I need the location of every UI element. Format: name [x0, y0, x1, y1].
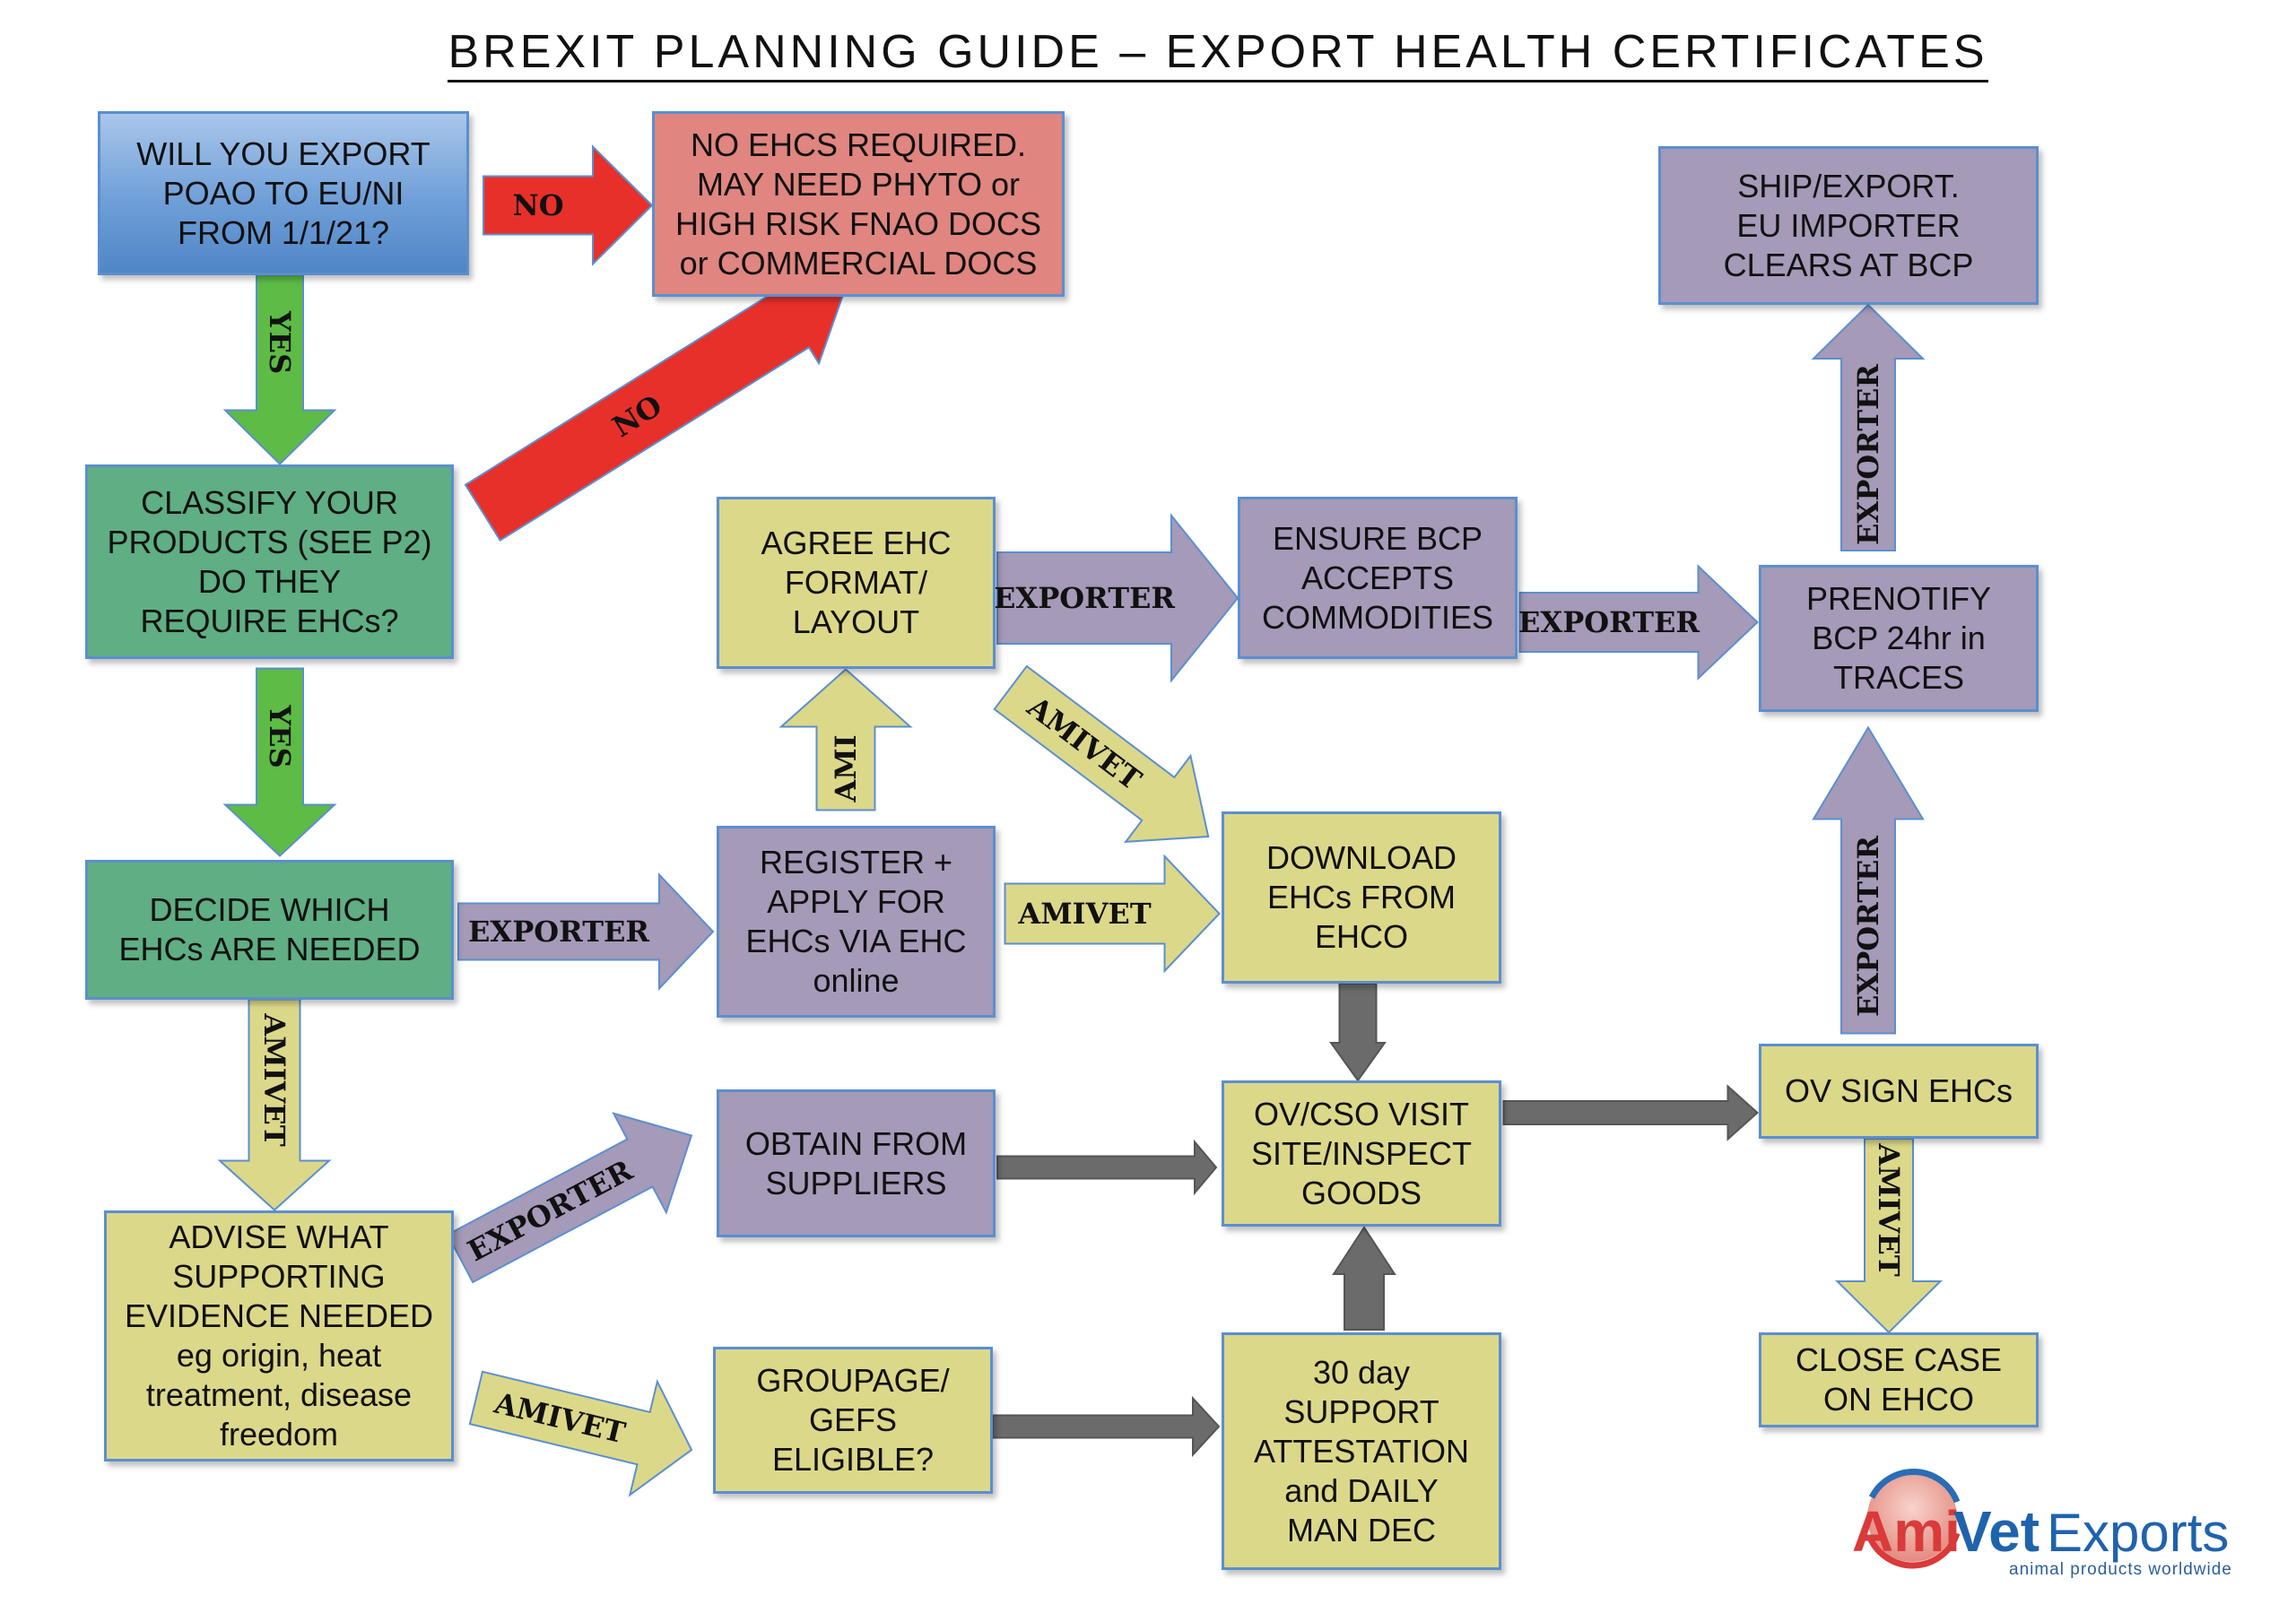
flow-arrow: YES: [222, 273, 337, 465]
arrow-label: AMIVET: [1017, 897, 1151, 931]
flow-arrow: AMIVET: [217, 998, 332, 1211]
flow-arrow: EXPORTER: [994, 513, 1239, 683]
flow-arrow: AMIVET: [1004, 854, 1221, 974]
page-title: BREXIT PLANNING GUIDE – EXPORT HEALTH CE…: [0, 25, 2296, 82]
arrow-shape: [1812, 725, 1925, 1035]
box-register-apply: REGISTER + APPLY FOR EHCs VIA EHC online: [717, 826, 996, 1018]
flow-arrow: AMI: [778, 668, 913, 811]
arrow-shape: [1332, 1226, 1396, 1331]
arrow-label: EXPORTER: [468, 915, 649, 949]
box-classify-products: CLASSIFY YOUR PRODUCTS (SEE P2) DO THEY …: [85, 464, 454, 659]
flow-arrow: EXPORTER: [1518, 564, 1759, 681]
arrow-label: EXPORTER: [1518, 605, 1700, 639]
arrow-shape: [468, 1370, 693, 1497]
box-prenotify-bcp: PRENOTIFY BCP 24hr in TRACES: [1759, 565, 2039, 712]
box-close-case: CLOSE CASE ON EHCO: [1759, 1332, 2039, 1427]
box-groupage: GROUPAGE/ GEFS ELIGIBLE?: [713, 1347, 993, 1494]
arrow-label: EXPORTER: [462, 1153, 639, 1269]
arrow-label: AMIVET: [1872, 1142, 1906, 1276]
arrow-label: AMIVET: [257, 1012, 291, 1146]
logo-tagline: animal products worldwide: [2009, 1560, 2232, 1578]
flow-arrow: [996, 1139, 1218, 1196]
flow-arrow: [1332, 1226, 1396, 1331]
box-download-ehcs: DOWNLOAD EHCs FROM EHCO: [1222, 811, 1501, 984]
flow-arrow: EXPORTER: [457, 872, 715, 992]
arrow-shape: [992, 1395, 1221, 1458]
box-agree-ehc-format: AGREE EHC FORMAT/ LAYOUT: [717, 497, 996, 669]
arrow-shape: [457, 872, 715, 992]
flow-arrow: [1329, 983, 1387, 1082]
box-ov-sign: OV SIGN EHCs: [1759, 1044, 2039, 1139]
arrow-shape: [993, 664, 1210, 843]
flow-arrow: YES: [222, 667, 337, 857]
box-will-you-export: WILL YOU EXPORT POAO TO EU/NI FROM 1/1/2…: [98, 111, 469, 275]
flow-arrow: AMIVET: [468, 1370, 693, 1497]
arrow-shape: [446, 1112, 693, 1284]
arrow-label: NO: [512, 188, 563, 222]
box-ov-visit: OV/CSO VISIT SITE/INSPECT GOODS: [1222, 1080, 1501, 1227]
amivet-logo: Ami Vet Exports animal products worldwid…: [1852, 1469, 2232, 1578]
box-ensure-bcp: ENSURE BCP ACCEPTS COMMODITIES: [1238, 497, 1518, 659]
box-no-ehcs-required: NO EHCS REQUIRED. MAY NEED PHYTO or HIGH…: [652, 111, 1065, 297]
flow-arrow: AMIVET: [1835, 1138, 1943, 1334]
arrow-shape: [483, 144, 654, 266]
arrow-shape: [1004, 854, 1221, 974]
arrow-shape: [1518, 564, 1759, 681]
logo-vet: Vet: [1953, 1499, 2039, 1564]
arrow-label: YES: [263, 310, 297, 374]
box-advise-evidence: ADVISE WHAT SUPPORTING EVIDENCE NEEDED e…: [104, 1210, 454, 1462]
logo-exports: Exports: [2047, 1503, 2229, 1563]
flow-arrow: EXPORTER: [1812, 725, 1925, 1035]
flow-arrow: [1502, 1084, 1760, 1141]
box-decide-ehcs: DECIDE WHICH EHCs ARE NEEDED: [85, 860, 454, 1000]
box-ship-export: SHIP/EXPORT. EU IMPORTER CLEARS AT BCP: [1658, 146, 2039, 305]
arrow-shape: [996, 1139, 1218, 1196]
arrow-label: EXPORTER: [1851, 836, 1885, 1017]
arrow-shape: [1811, 303, 1926, 551]
flow-arrow: AMIVET: [993, 664, 1210, 843]
arrow-shape: [778, 668, 913, 811]
arrow-shape: [1835, 1138, 1943, 1334]
arrow-shape: [1329, 983, 1387, 1082]
flow-arrow: NO: [464, 274, 848, 542]
arrow-label: EXPORTER: [1851, 364, 1885, 545]
arrow-label: EXPORTER: [994, 581, 1175, 615]
arrow-shape: [222, 667, 337, 857]
flow-arrow: NO: [483, 144, 654, 266]
arrow-shape: [222, 273, 337, 465]
title-text: BREXIT PLANNING GUIDE – EXPORT HEALTH CE…: [448, 26, 1988, 82]
flow-arrow: EXPORTER: [446, 1112, 693, 1284]
flow-arrow: EXPORTER: [1811, 303, 1926, 551]
box-obtain-suppliers: OBTAIN FROM SUPPLIERS: [717, 1089, 996, 1237]
arrow-label: YES: [263, 704, 297, 768]
arrow-shape: [996, 513, 1239, 683]
logo-ami: Ami: [1852, 1499, 1961, 1564]
arrow-label: AMI: [829, 734, 863, 802]
arrow-shape: [1502, 1084, 1760, 1141]
globe-icon: [1867, 1472, 1957, 1562]
box-support-attestation: 30 day SUPPORT ATTESTATION and DAILY MAN…: [1222, 1332, 1501, 1570]
arrow-shape: [217, 998, 332, 1211]
flow-arrow: [992, 1395, 1221, 1458]
